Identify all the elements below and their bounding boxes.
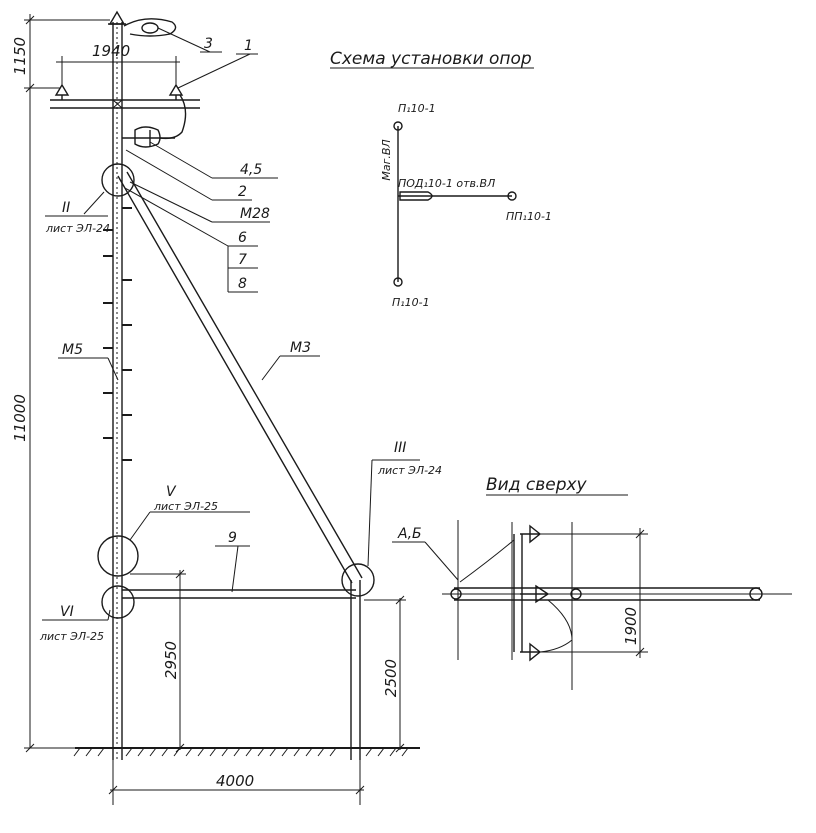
pole-steps (103, 207, 132, 461)
node-vi-sheet: лист ЭЛ-25 (39, 630, 104, 643)
scheme-right-pole: ПП₁10-1 (506, 210, 552, 223)
scheme-main-line: Маг.ВЛ (380, 139, 393, 180)
right-leg (350, 580, 361, 760)
dim-total-height: 11000 (11, 394, 29, 442)
callout-m28: М28 (240, 206, 270, 222)
scheme-diagram (330, 67, 534, 287)
dim-strut-right: 2500 (382, 659, 400, 697)
scheme-title: Схема установки опор (330, 49, 532, 69)
dim-crossarm-width: 1940 (92, 42, 130, 60)
dim-crossarm (56, 56, 180, 86)
callout-1: 1 (244, 38, 253, 54)
node-iii-label: III (394, 440, 406, 456)
callout-m5: М5 (62, 342, 83, 358)
node-vi-label: VI (60, 604, 74, 620)
leader-lines (42, 27, 420, 621)
node-iii-circle (341, 563, 375, 597)
node-ii-circle (101, 163, 135, 197)
strut-m3 (117, 171, 363, 584)
scheme-branch-pole: ПОД₁10-1 отв.ВЛ (398, 177, 495, 190)
dim-2950 (130, 569, 186, 753)
dim-left (24, 14, 110, 753)
scheme-bottom-pole: П₁10-1 (392, 296, 430, 309)
node-v-circle (97, 535, 139, 577)
callout-8: 8 (238, 276, 247, 292)
callout-3: 3 (204, 36, 213, 52)
top-view-title: Вид сверху (486, 475, 588, 495)
callout-9: 9 (228, 530, 237, 546)
scheme-top-pole: П₁10-1 (398, 102, 436, 115)
top-view-diagram (392, 494, 792, 690)
callout-2: 2 (238, 184, 247, 200)
node-vi-circle (101, 585, 135, 619)
dim-bottom (108, 760, 365, 805)
node-iii-sheet: лист ЭЛ-24 (377, 464, 442, 477)
node-ii-label: II (62, 200, 70, 216)
callout-6: 6 (238, 230, 247, 246)
lower-insulator-icon (122, 126, 175, 148)
horizontal-tie (122, 589, 356, 599)
dim-base-width: 4000 (216, 772, 254, 790)
main-pole (112, 22, 123, 760)
upper-crossarm (50, 83, 200, 140)
callout-4-5: 4,5 (240, 162, 262, 178)
ground-line (73, 747, 420, 757)
node-v-sheet: лист ЭЛ-25 (153, 500, 218, 513)
dim-top-view-spacing: 1900 (622, 607, 640, 645)
dim-2500 (364, 595, 406, 753)
node-v-label: V (166, 484, 177, 500)
callout-m3: М3 (290, 340, 311, 356)
callout-a-b: А,Б (397, 526, 422, 542)
callout-7: 7 (238, 252, 247, 268)
node-ii-sheet: лист ЭЛ-24 (45, 222, 110, 235)
top-insulator-icon (108, 10, 177, 37)
dim-strut-left: 2950 (162, 641, 180, 679)
dim-top-height: 1150 (11, 37, 29, 75)
